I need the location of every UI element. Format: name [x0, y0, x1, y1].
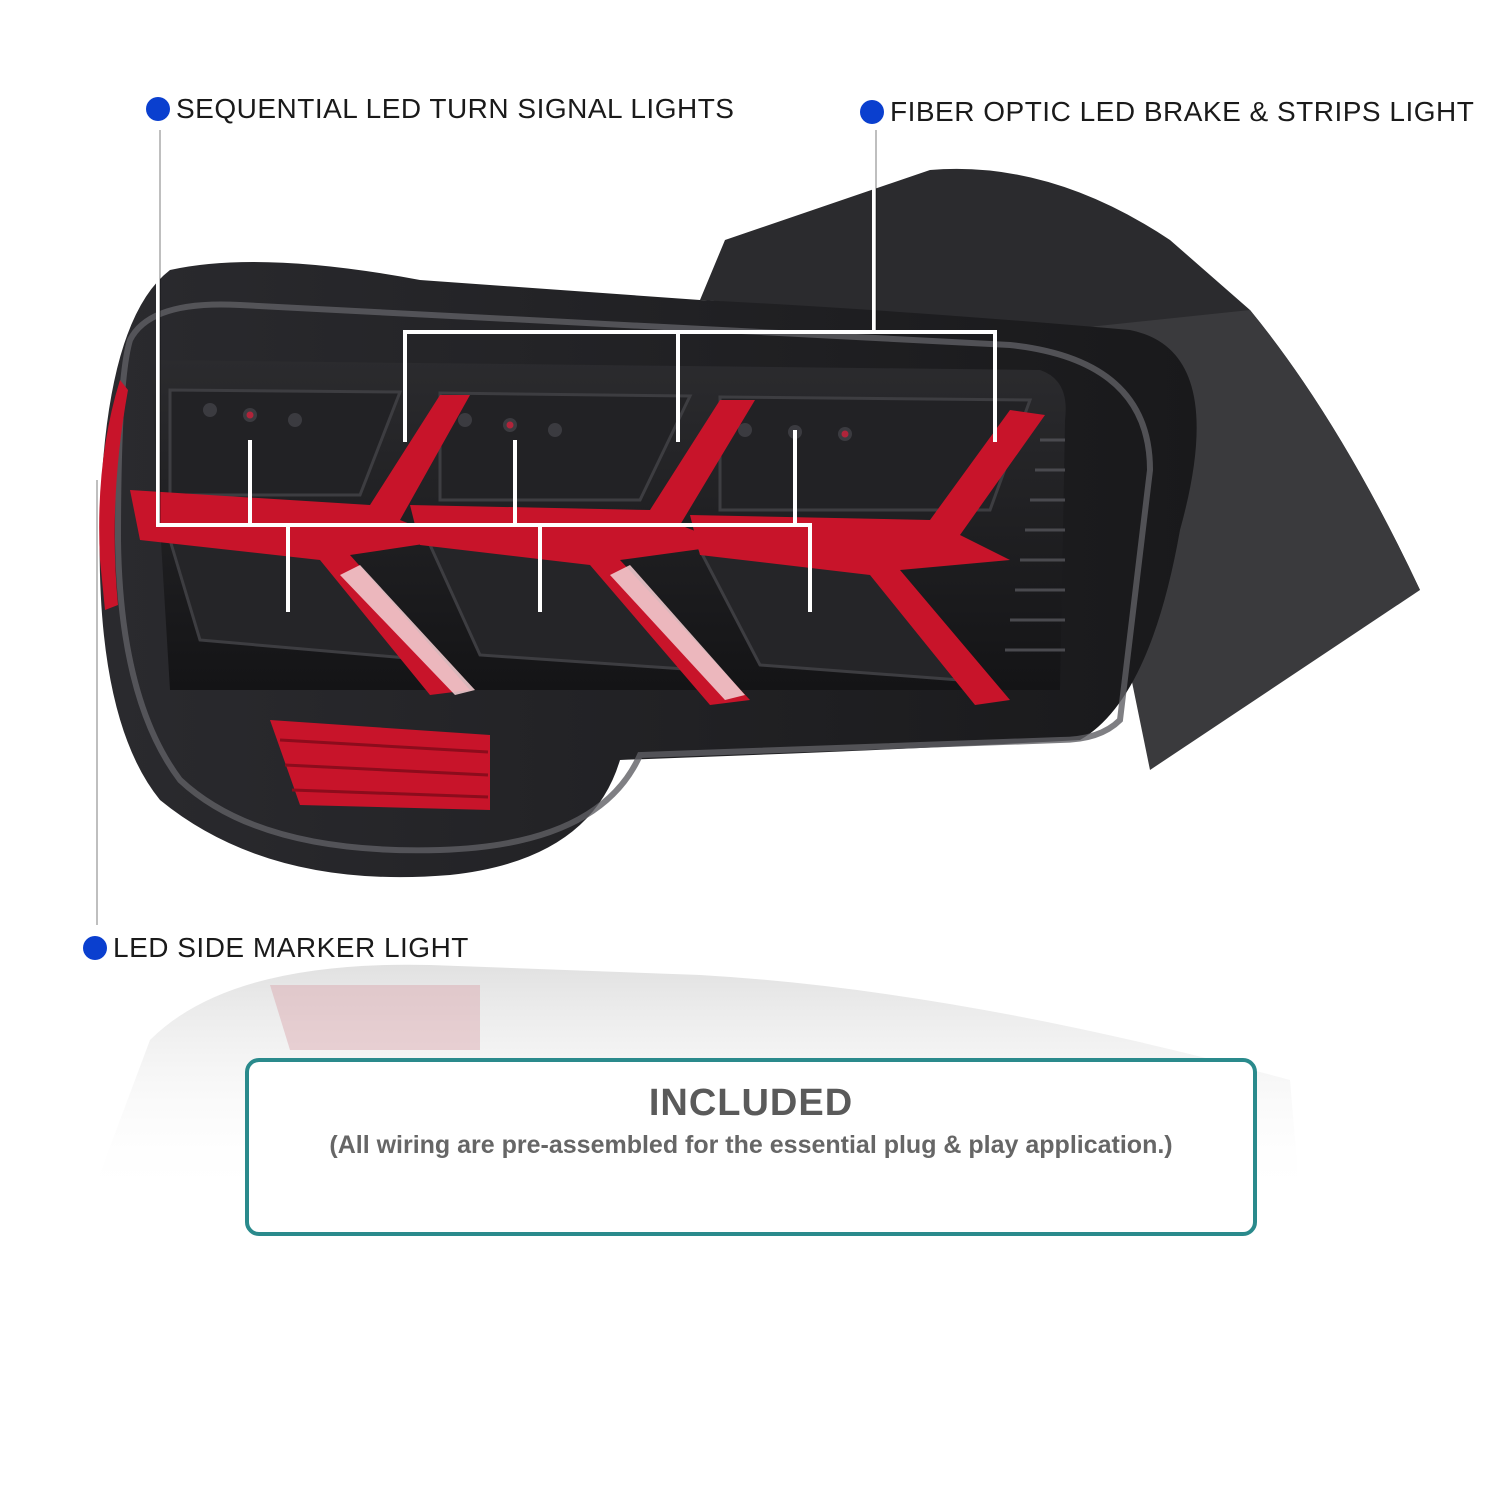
bullet-dot-icon: [146, 97, 170, 121]
reflection-red: [270, 985, 480, 1050]
bullet-dot-icon: [83, 936, 107, 960]
side-vents: [1005, 438, 1065, 652]
led-dots-red: [246, 411, 849, 438]
included-subtitle: (All wiring are pre-assembled for the es…: [329, 1131, 1173, 1159]
brake-strips-label: FIBER OPTIC LED BRAKE & STRIPS LIGHT: [890, 96, 1475, 127]
side-marker-callout: LED SIDE MARKER LIGHT: [83, 932, 469, 964]
bullet-dot-icon: [860, 100, 884, 124]
brake-strips-callout: FIBER OPTIC LED BRAKE & STRIPS LIGHT: [860, 96, 1474, 128]
included-title: INCLUDED: [648, 1082, 854, 1124]
leader-lines-outline: [96, 130, 877, 925]
included-box: INCLUDED (All wiring are pre-assembled f…: [245, 1058, 1257, 1236]
side-marker-strip: [99, 380, 128, 610]
lens-rim: [114, 301, 1154, 854]
turn-signal-callout: SEQUENTIAL LED TURN SIGNAL LIGHTS: [146, 93, 734, 125]
leader-lines: [93, 130, 997, 925]
side-marker-label: LED SIDE MARKER LIGHT: [113, 932, 469, 963]
chevron-highlights: [340, 565, 745, 700]
upper-led-bays: [168, 388, 1033, 512]
reflector-lines: [279, 738, 489, 799]
turn-signal-label: SEQUENTIAL LED TURN SIGNAL LIGHTS: [176, 93, 735, 124]
